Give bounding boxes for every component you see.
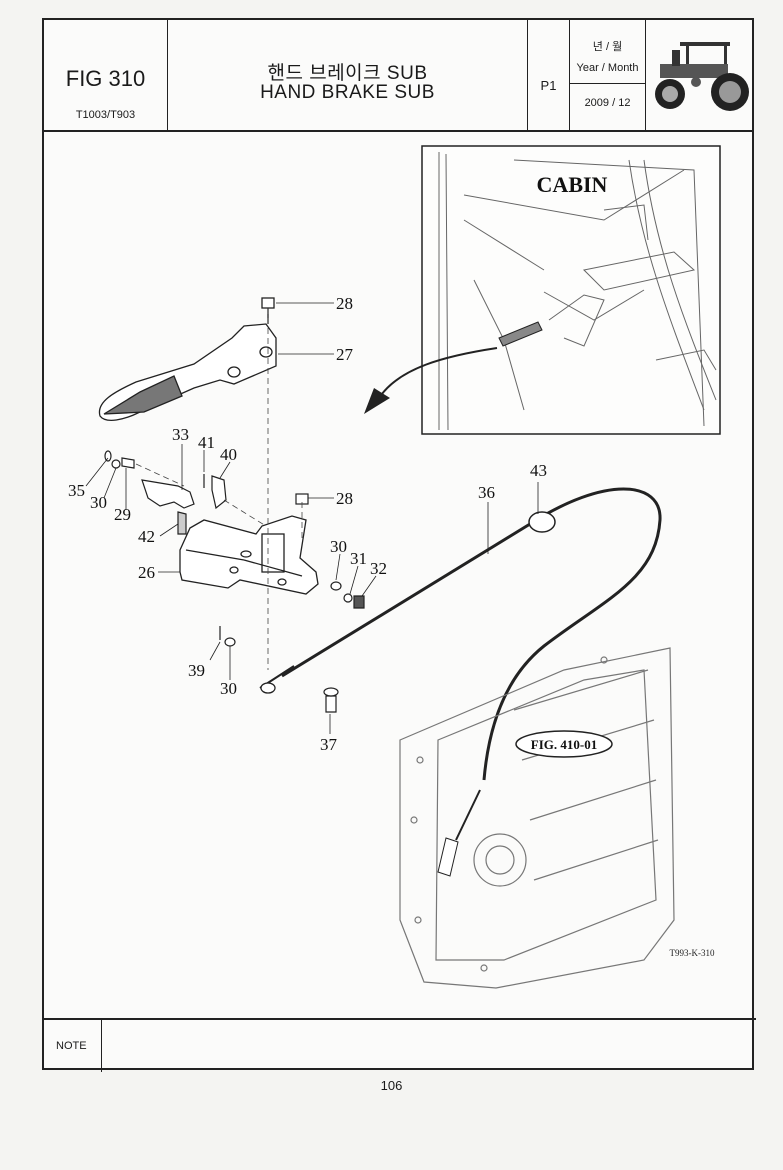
tractor-logo-cell [646, 20, 752, 130]
callout-29: 29 [114, 505, 131, 524]
callout-42: 42 [138, 527, 155, 546]
callout-37: 37 [320, 735, 338, 754]
fig-410-01-callout: FIG. 410-01 [515, 730, 613, 758]
callout-32: 32 [370, 559, 387, 578]
fig-number: FIG 310 [65, 66, 146, 91]
callout-26: 26 [138, 563, 155, 582]
year-month-label: Year / Month [576, 62, 639, 74]
callout-31: 31 [350, 549, 367, 568]
cabin-label: CABIN [537, 172, 608, 197]
callout-30a: 30 [90, 493, 107, 512]
transmission-housing [399, 647, 675, 989]
model-codes: T1003/T903 [75, 109, 136, 121]
mounting-bracket [179, 515, 319, 595]
brake-cable [259, 487, 662, 877]
exploded-view-diagram: CABIN [68, 145, 721, 989]
fig-cell: FIG 310 T1003/T903 [44, 20, 168, 130]
year-month-label-korean: 년 / 월 [592, 41, 623, 53]
year-month-cell: 년 / 월 Year / Month 2009 / 12 [570, 20, 646, 130]
callout-40: 40 [220, 445, 237, 464]
title-block: FIG 310 T1003/T903 핸드 브레이크 SUB HAND BRAK… [44, 20, 752, 132]
callout-30c: 30 [220, 679, 237, 698]
callout-numbers: 28 27 33 41 40 35 30 29 28 42 26 30 31 3… [68, 294, 547, 754]
title-korean: 핸드 브레이크 SUB [267, 63, 428, 84]
callout-36: 36 [478, 483, 495, 502]
page-number: 106 [380, 1078, 403, 1093]
fig-410-01-label: FIG. 410-01 [531, 737, 597, 752]
callout-leaders [85, 302, 539, 734]
note-row: NOTE [44, 1018, 756, 1072]
page-id: P1 [540, 78, 557, 93]
callout-27: 27 [336, 345, 354, 364]
title-english: HAND BRAKE SUB [260, 82, 435, 103]
callout-43: 43 [530, 461, 547, 480]
callout-30b: 30 [330, 537, 347, 556]
reference-arrowhead [364, 388, 390, 414]
hand-brake-lever [98, 297, 277, 422]
title-cell: 핸드 브레이크 SUB HAND BRAKE SUB [168, 20, 528, 130]
page-id-cell: P1 [528, 20, 570, 130]
callout-28a: 28 [336, 294, 353, 313]
reference-arrow [378, 347, 498, 399]
year-month-value: 2009 / 12 [584, 97, 631, 109]
callout-28b: 28 [336, 489, 353, 508]
callout-39: 39 [188, 661, 205, 680]
year-month-divider [570, 83, 645, 84]
parts-sheet-frame: FIG 310 T1003/T903 핸드 브레이크 SUB HAND BRAK… [42, 18, 756, 1072]
assembly-axis-lines [135, 308, 303, 670]
callout-33: 33 [172, 425, 189, 444]
note-label-cell: NOTE [44, 1020, 102, 1072]
callout-41: 41 [198, 433, 215, 452]
small-parts [104, 450, 365, 713]
callout-35: 35 [68, 481, 85, 500]
drawing-code: T993-K-310 [670, 948, 715, 958]
cabin-inset: CABIN [421, 145, 721, 435]
note-label: NOTE [56, 1040, 87, 1052]
tractor-icon [655, 42, 749, 111]
